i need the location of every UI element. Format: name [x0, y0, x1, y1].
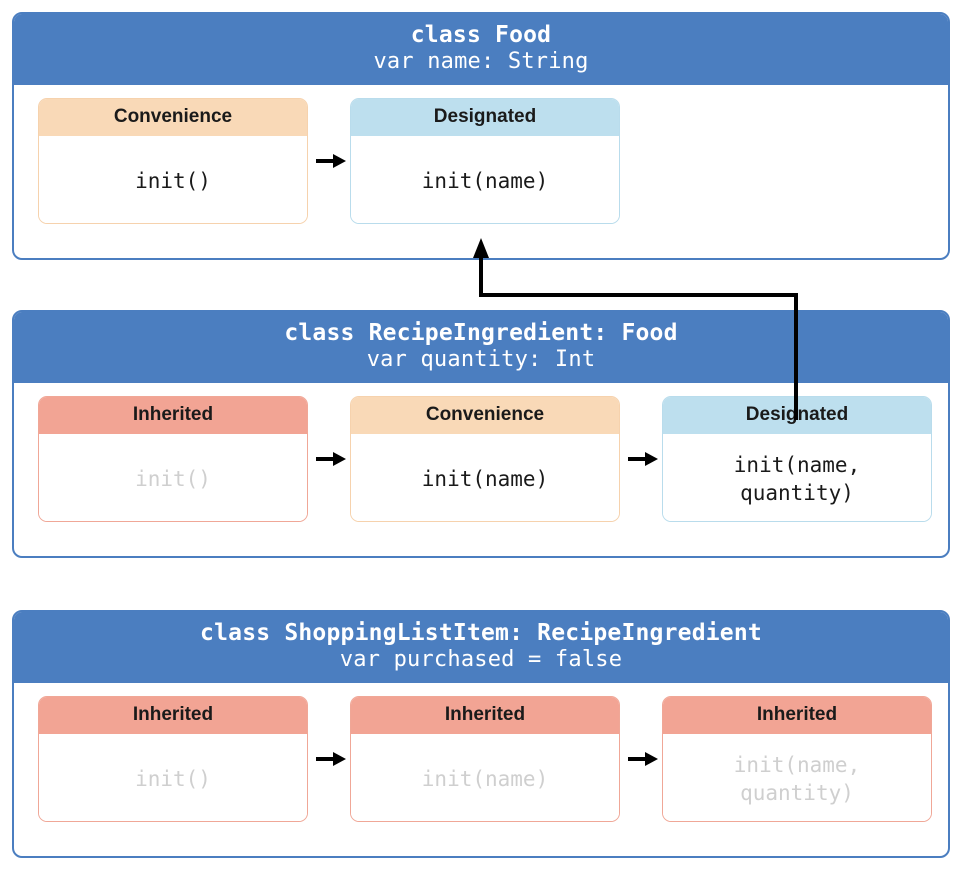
init-card-label: Inherited: [663, 697, 931, 735]
init-card-recipeingredient-inherited[interactable]: Inherited init(): [38, 396, 308, 523]
init-card-label: Designated: [663, 397, 931, 435]
card-row-shoppinglistitem: Inherited init() Inherited init(name) In: [38, 683, 932, 843]
card-row-recipeingredient: Inherited init() Convenience init(name): [38, 383, 932, 543]
card-row-food: Convenience init() Designated init(name): [38, 85, 924, 245]
init-card-signature: init(): [39, 434, 307, 522]
init-card-food-convenience[interactable]: Convenience init(): [38, 98, 308, 225]
delegation-arrow-icon: [316, 752, 346, 767]
init-card-label: Convenience: [39, 99, 307, 137]
class-body-food: Convenience init() Designated init(name): [14, 85, 948, 246]
delegation-arrow-icon: [628, 452, 658, 467]
class-header-recipeingredient: class RecipeIngredient: Food var quantit…: [14, 312, 948, 384]
class-header-food: class Food var name: String: [14, 14, 948, 86]
init-card-signature: init(name, quantity): [663, 734, 931, 822]
class-title: class Food: [410, 22, 552, 48]
class-body-shoppinglistitem: Inherited init() Inherited init(name) In: [14, 683, 948, 844]
init-card-shoppinglistitem-inherited-2[interactable]: Inherited init(name): [350, 696, 620, 823]
class-subtitle: var quantity: Int: [366, 347, 596, 373]
class-box-recipeingredient: class RecipeIngredient: Food var quantit…: [12, 310, 950, 558]
init-card-signature: init(name, quantity): [663, 434, 931, 522]
init-card-food-designated[interactable]: Designated init(name): [350, 98, 620, 225]
class-box-food: class Food var name: String Convenience …: [12, 12, 950, 260]
init-card-shoppinglistitem-inherited-3[interactable]: Inherited init(name, quantity): [662, 696, 932, 823]
init-card-signature: init(name): [351, 136, 619, 224]
delegation-arrow-icon: [628, 752, 658, 767]
init-card-label: Designated: [351, 99, 619, 137]
class-header-shoppinglistitem: class ShoppingListItem: RecipeIngredient…: [14, 612, 948, 684]
init-card-label: Inherited: [351, 697, 619, 735]
class-subtitle: var purchased = false: [339, 647, 623, 673]
init-card-label: Convenience: [351, 397, 619, 435]
init-card-signature: init(): [39, 734, 307, 822]
delegation-arrow-icon: [316, 452, 346, 467]
class-title: class ShoppingListItem: RecipeIngredient: [200, 620, 762, 646]
init-card-label: Inherited: [39, 397, 307, 435]
init-card-shoppinglistitem-inherited-1[interactable]: Inherited init(): [38, 696, 308, 823]
class-subtitle: var name: String: [373, 49, 589, 75]
init-card-recipeingredient-convenience[interactable]: Convenience init(name): [350, 396, 620, 523]
class-box-shoppinglistitem: class ShoppingListItem: RecipeIngredient…: [12, 610, 950, 858]
init-card-signature: init(): [39, 136, 307, 224]
class-title: class RecipeIngredient: Food: [284, 320, 678, 346]
delegation-arrow-icon: [316, 154, 346, 169]
init-card-signature: init(name): [351, 734, 619, 822]
init-card-recipeingredient-designated[interactable]: Designated init(name, quantity): [662, 396, 932, 523]
init-card-label: Inherited: [39, 697, 307, 735]
init-card-signature: init(name): [351, 434, 619, 522]
class-body-recipeingredient: Inherited init() Convenience init(name): [14, 383, 948, 544]
